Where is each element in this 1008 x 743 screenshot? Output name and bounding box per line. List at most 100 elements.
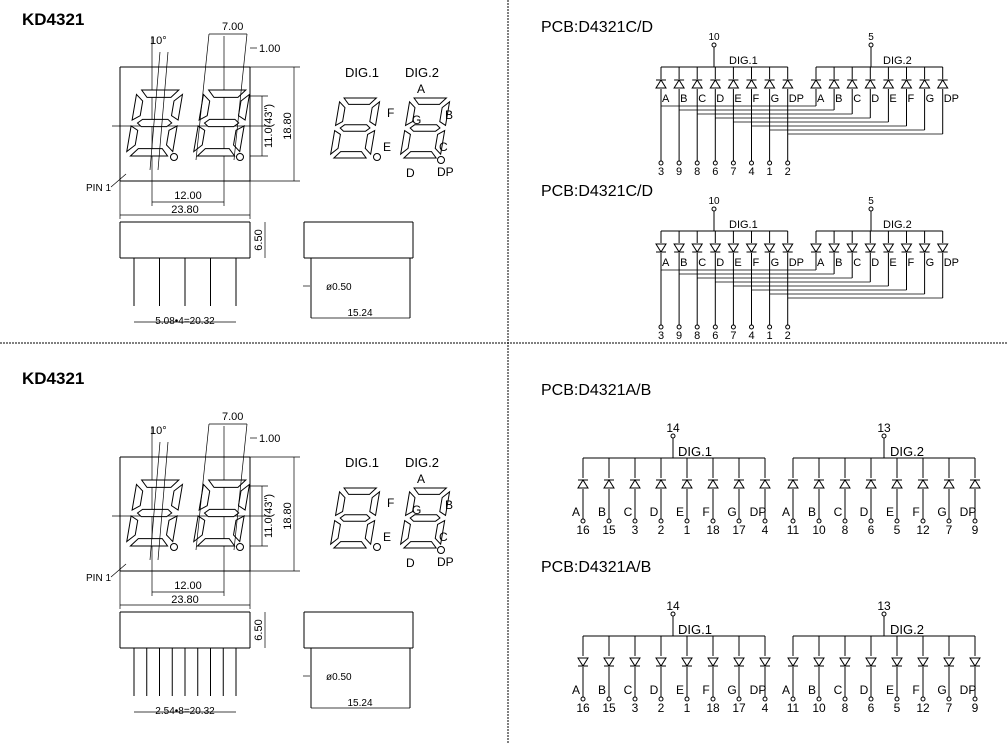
illus-digit-2 — [399, 487, 451, 549]
seg-letter-g: G — [412, 503, 421, 517]
segment-g — [136, 508, 173, 518]
seg-1-B: B — [680, 257, 687, 269]
segment-g — [339, 514, 371, 522]
pin-dot-E — [730, 324, 736, 330]
pin-dot-2-E — [894, 696, 900, 702]
seg-2-D: D — [860, 505, 869, 519]
segment-f — [131, 483, 144, 511]
seg-2-C: C — [853, 257, 861, 269]
seg-letter-f: F — [387, 496, 394, 510]
diode-body — [691, 79, 704, 89]
diode-body — [787, 479, 799, 489]
diode-body — [707, 657, 719, 667]
pin-dot-2-F — [920, 696, 926, 702]
common-label-2: 5 — [868, 32, 874, 43]
pcb-title-cd-1: PCB:D4321C/D — [541, 19, 653, 36]
common-label-1: 10 — [708, 32, 720, 43]
pin-num-6: 6 — [712, 166, 718, 178]
pin-num-2: 2 — [785, 330, 791, 342]
seg-2-A: A — [782, 505, 790, 519]
front-digit-2 — [193, 479, 251, 547]
pin-dot-2-D — [868, 518, 874, 524]
seg-1-F: F — [753, 93, 760, 105]
pin-dot-2-G — [946, 518, 952, 524]
illus-digit-2 — [399, 97, 451, 159]
pin-num-1-3: 3 — [632, 701, 639, 715]
segment-d — [129, 538, 169, 547]
seg-2-D: D — [871, 93, 879, 105]
segment-b — [369, 100, 381, 127]
seg-2-F: F — [908, 257, 915, 269]
segment-a — [343, 97, 378, 105]
diode-body — [882, 79, 895, 89]
seg-letter-dp: DP — [437, 165, 454, 179]
seg-1-B: B — [598, 683, 606, 697]
seg-2-DP: DP — [944, 257, 959, 269]
diode-body — [969, 479, 981, 489]
diode-body — [603, 479, 615, 489]
seg-letter-b: B — [445, 498, 453, 512]
pin-dot-2-B — [816, 518, 822, 524]
pin-num-1-4: 4 — [762, 701, 769, 715]
width-ext-1 — [195, 33, 210, 161]
seg-letter-b: B — [445, 108, 453, 122]
diode-body — [727, 79, 740, 89]
seg-letter-a: A — [417, 82, 425, 96]
pin-num-1-4: 4 — [762, 523, 769, 537]
slant-line-2 — [157, 51, 169, 171]
pin-num-8: 8 — [694, 166, 700, 178]
diode-body — [864, 79, 877, 89]
pin-num-2-11: 11 — [787, 523, 800, 537]
segment-f — [404, 100, 416, 127]
segment-f — [198, 93, 211, 121]
seg-1-A: A — [662, 93, 670, 105]
segment-c — [232, 515, 245, 543]
seg-letter-c: C — [439, 530, 448, 544]
diode-body — [655, 657, 667, 667]
seg-1-B: B — [598, 505, 606, 519]
pin-dia-label: ø0.50 — [326, 282, 352, 293]
seg-letter-d: D — [406, 166, 415, 180]
diode-body — [759, 479, 771, 489]
diode-body — [969, 657, 981, 667]
pin-num-8: 8 — [694, 330, 700, 342]
front-dp-1 — [170, 543, 178, 551]
diode-body — [917, 657, 929, 667]
seg-1-F: F — [753, 257, 760, 269]
segment-d — [402, 151, 438, 159]
front-digit-1 — [126, 89, 184, 157]
segment-c — [165, 125, 178, 153]
width-ext-2 — [233, 33, 248, 161]
pin-dot-1-E — [684, 518, 690, 524]
pin-num-2-10: 10 — [812, 701, 826, 715]
seg-letter-c: C — [439, 140, 448, 154]
segment-e — [399, 519, 411, 546]
segment-c — [364, 519, 376, 546]
digit-pitch-label: 12.00 — [174, 580, 202, 592]
seg-2-E: E — [889, 93, 896, 105]
seg-1-E: E — [734, 93, 741, 105]
width-label: 23.80 — [171, 204, 199, 216]
pin-num-2-6: 6 — [868, 701, 875, 715]
pin-dot-2-C — [842, 696, 848, 702]
seg-stroke-label: 1.00 — [259, 433, 280, 445]
segment-c — [232, 125, 245, 153]
seg-1-D: D — [650, 505, 659, 519]
slant-line — [149, 441, 161, 561]
seg-1-E: E — [734, 257, 741, 269]
diode-body — [733, 479, 745, 489]
seg-2-A: A — [782, 683, 790, 697]
dig1-label: DIG.1 — [678, 444, 712, 459]
seg-1-E: E — [676, 683, 684, 697]
pin-num-1-17: 17 — [732, 523, 746, 537]
illus-dp-1 — [373, 153, 381, 161]
part-number-top: KD4321 — [22, 10, 84, 29]
pin-dot-1-D — [658, 696, 664, 702]
segment-c — [434, 129, 446, 156]
thickness-label: 6.50 — [253, 229, 265, 250]
diode-body — [759, 657, 771, 667]
diode-body — [709, 79, 722, 89]
pin-dot-1-E — [684, 696, 690, 702]
seg-width-label: 7.00 — [222, 21, 243, 33]
common-label-2: 13 — [877, 599, 891, 613]
